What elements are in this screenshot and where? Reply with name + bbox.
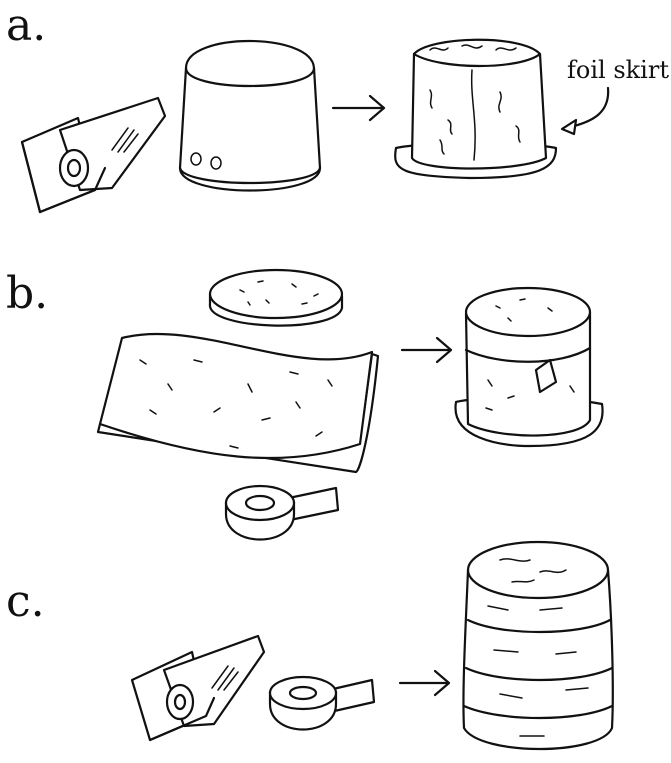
foil-roll-box-icon xyxy=(132,636,264,740)
bucket-icon xyxy=(180,41,320,191)
arrow-right-icon xyxy=(402,338,451,362)
callout-arrow-icon xyxy=(562,88,608,134)
foam-sheet-icon xyxy=(98,334,378,472)
foil-roll-box-icon xyxy=(22,98,165,212)
foam-cylinder-icon xyxy=(456,288,603,446)
foil-skirt-callout: foil skirt xyxy=(567,56,669,84)
step-a-label: a. xyxy=(6,0,46,51)
step-c-label: c. xyxy=(6,576,45,627)
tape-roll-icon xyxy=(226,486,338,540)
step-b-label: b. xyxy=(6,268,48,319)
foil-wrapped-cylinder-icon xyxy=(463,542,612,749)
tape-roll-icon xyxy=(270,677,374,730)
foil-wrapped-bucket-icon xyxy=(395,40,556,178)
foam-disc-icon xyxy=(210,270,342,326)
arrow-right-icon xyxy=(400,671,449,695)
arrow-right-icon xyxy=(333,96,384,120)
